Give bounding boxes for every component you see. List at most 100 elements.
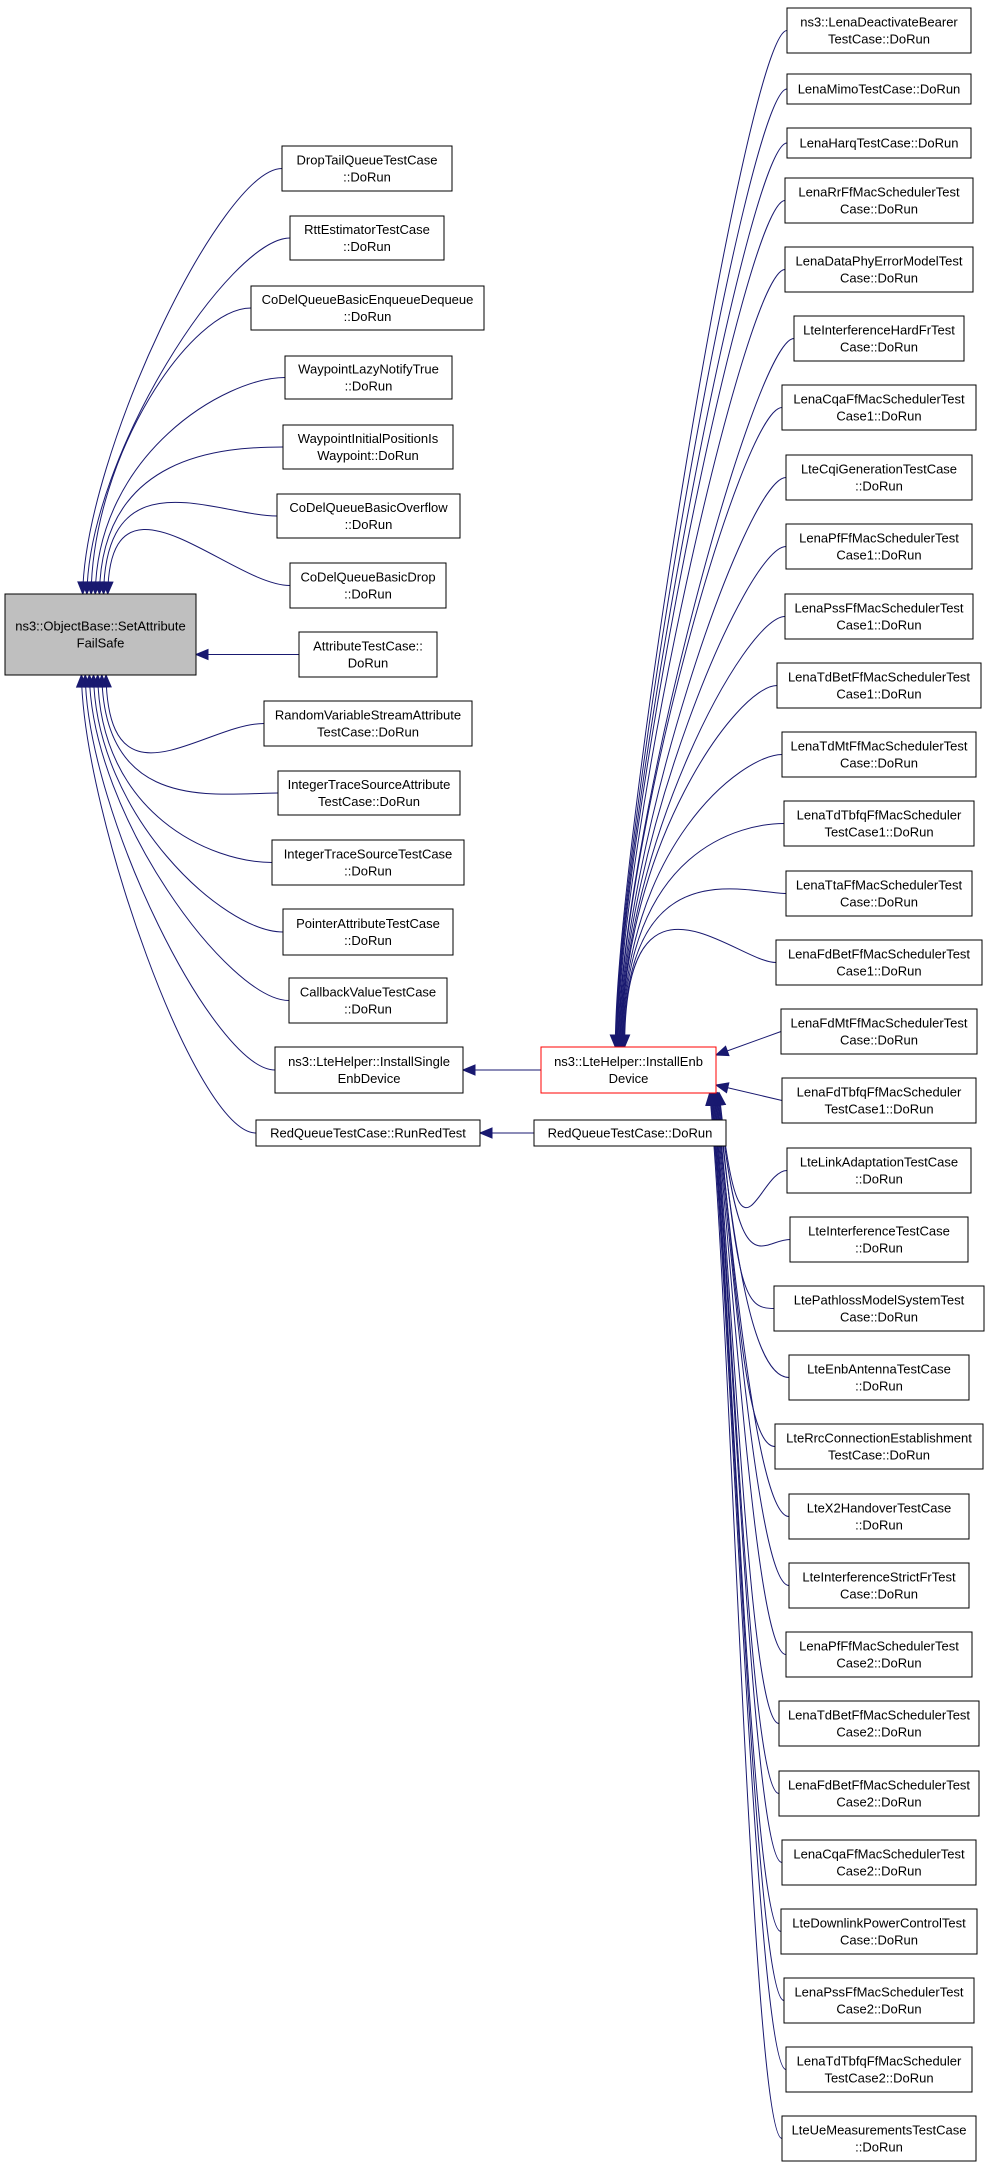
edge-line bbox=[710, 1092, 785, 2001]
node-box bbox=[784, 246, 974, 293]
graph-node-r21[interactable]: LteRrcConnectionEstablishmentTestCase::D… bbox=[774, 1423, 984, 1470]
node-label: LteCqiGenerationTestCase bbox=[801, 462, 957, 477]
node-label: ns3::LteHelper::InstallEnb bbox=[554, 1054, 703, 1069]
node-box bbox=[288, 977, 448, 1024]
node-box bbox=[785, 2046, 973, 2093]
graph-node-r31[interactable]: LteUeMeasurementsTestCase::DoRun bbox=[781, 2115, 977, 2162]
node-label: RedQueueTestCase::RunRedTest bbox=[270, 1126, 466, 1141]
edge-arrowhead bbox=[714, 1082, 730, 1094]
graph-node-n1[interactable]: DropTailQueueTestCase::DoRun bbox=[281, 145, 453, 192]
node-box bbox=[778, 1770, 980, 1817]
graph-node-r20[interactable]: LteEnbAntennaTestCase::DoRun bbox=[788, 1354, 970, 1401]
node-box bbox=[781, 384, 977, 431]
edge-line bbox=[614, 30, 788, 1048]
node-box bbox=[773, 1285, 985, 1332]
node-label: LenaFdBetFfMacSchedulerTest bbox=[788, 1778, 970, 1793]
graph-node-r2[interactable]: LenaHarqTestCase::DoRun bbox=[786, 127, 972, 159]
node-label: Case::DoRun bbox=[840, 340, 918, 355]
graph-node-n9[interactable]: RandomVariableStreamAttributeTestCase::D… bbox=[263, 700, 473, 747]
node-box bbox=[255, 1119, 481, 1147]
node-label: Case1::DoRun bbox=[836, 964, 921, 979]
graph-node-n8[interactable]: AttributeTestCase::DoRun bbox=[298, 631, 438, 678]
edge-n14-to-n0 bbox=[79, 673, 276, 1071]
node-box bbox=[785, 523, 973, 570]
edge-line bbox=[86, 237, 291, 595]
graph-node-r7[interactable]: LteCqiGenerationTestCase::DoRun bbox=[785, 454, 973, 501]
edge-line bbox=[718, 1092, 788, 1208]
edge-line bbox=[97, 674, 273, 863]
edge-r3-to-n16 bbox=[611, 200, 786, 1049]
graph-edges bbox=[75, 30, 795, 2139]
edge-r16-to-n16 bbox=[714, 1082, 783, 1101]
edge-line bbox=[709, 1092, 787, 2070]
edge-line bbox=[103, 501, 278, 595]
graph-node-n6[interactable]: CoDelQueueBasicOverflow::DoRun bbox=[276, 493, 461, 539]
edge-r14-to-n16 bbox=[618, 928, 777, 1049]
node-label: LteUeMeasurementsTestCase bbox=[792, 2123, 967, 2138]
node-label: LteInterferenceTestCase bbox=[808, 1224, 950, 1239]
graph-node-r18[interactable]: LteInterferenceTestCase::DoRun bbox=[789, 1216, 969, 1263]
edge-line bbox=[709, 1092, 783, 2139]
graph-node-n3[interactable]: CoDelQueueBasicEnqueueDequeue::DoRun bbox=[250, 285, 485, 331]
graph-node-r22[interactable]: LteX2HandoverTestCase::DoRun bbox=[788, 1493, 970, 1540]
graph-node-n12[interactable]: PointerAttributeTestCase::DoRun bbox=[282, 908, 454, 956]
graph-node-n15[interactable]: RedQueueTestCase::RunRedTest bbox=[255, 1119, 481, 1147]
node-label: LenaMimoTestCase::DoRun bbox=[798, 82, 961, 97]
graph-node-n11[interactable]: IntegerTraceSourceTestCase::DoRun bbox=[271, 839, 465, 886]
node-label: LteRrcConnectionEstablishment bbox=[786, 1431, 972, 1446]
graph-node-n13[interactable]: CallbackValueTestCase::DoRun bbox=[288, 977, 448, 1024]
edge-line bbox=[615, 88, 788, 1048]
node-box bbox=[250, 285, 485, 331]
graph-node-r1[interactable]: LenaMimoTestCase::DoRun bbox=[786, 73, 972, 105]
graph-node-n2[interactable]: RttEstimatorTestCase::DoRun bbox=[289, 215, 445, 261]
graph-node-n4[interactable]: WaypointLazyNotifyTrue::DoRun bbox=[284, 355, 453, 400]
node-label: ::DoRun bbox=[345, 379, 393, 394]
edge-line bbox=[623, 888, 787, 1048]
node-box bbox=[785, 454, 973, 501]
edge-arrowhead bbox=[194, 648, 209, 661]
edge-line bbox=[615, 142, 788, 1048]
edge-r6-to-n16 bbox=[613, 407, 783, 1049]
graph-node-n17[interactable]: RedQueueTestCase::DoRun bbox=[533, 1119, 727, 1147]
edge-arrowhead bbox=[102, 581, 114, 596]
node-label: RedQueueTestCase::DoRun bbox=[548, 1126, 713, 1141]
edge-n5-to-n0 bbox=[93, 446, 284, 596]
graph-node-n7[interactable]: CoDelQueueBasicDrop::DoRun bbox=[289, 562, 447, 609]
graph-node-n10[interactable]: IntegerTraceSourceAttributeTestCase::DoR… bbox=[277, 770, 461, 816]
edge-n17-to-n15 bbox=[478, 1127, 534, 1139]
edge-n12-to-n0 bbox=[87, 673, 284, 933]
node-box bbox=[780, 1908, 978, 1955]
edge-r15-to-n16 bbox=[714, 1031, 782, 1057]
graph-node-r17[interactable]: LteLinkAdaptationTestCase::DoRun bbox=[786, 1147, 972, 1194]
edge-n7-to-n0 bbox=[102, 529, 291, 596]
node-label: LenaCqaFfMacSchedulerTest bbox=[793, 1847, 965, 1862]
